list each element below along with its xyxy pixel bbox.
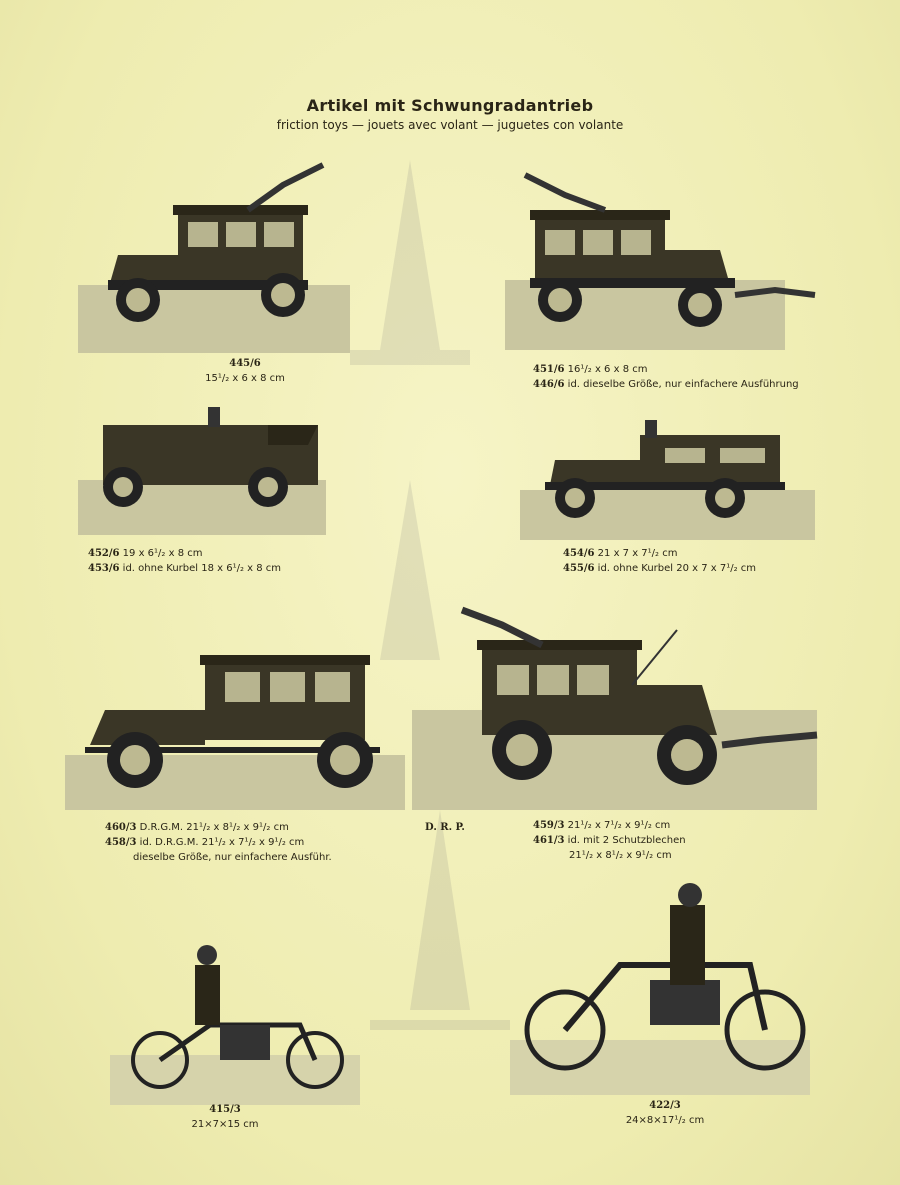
page-title: Artikel mit Schwungradantrieb [306,96,594,115]
item-caption-415-3: 415/3 21×7×15 cm [191,1104,259,1130]
item-caption-460-3: 460/3 D.R.G.M. 21¹/₂ x 8¹/₂ x 9¹/₂ cm 45… [105,822,332,863]
item-caption-454-6: 454/6 21 x 7 x 7¹/₂ cm 455/6 id. ohne Ku… [563,548,757,574]
page-subtitle: friction toys — jouets avec volant — jug… [276,118,624,132]
toy-car-limousine-large-illustration [412,606,818,810]
toy-car-touring-illustration [78,407,326,535]
item-caption-422-3: 422/3 24×8×17¹/₂ cm [625,1100,705,1126]
item-caption-459-3: 459/3 21¹/₂ x 7¹/₂ x 9¹/₂ cm 461/3 id. m… [533,820,686,861]
toy-car-sedan-large-illustration [65,655,405,810]
ghost-carousel-illustration [370,810,510,1030]
item-caption-451-6: 451/6 16¹/₂ x 6 x 8 cm 446/6 id. dieselb… [533,364,799,390]
drp-label: D. R. P. [425,822,465,833]
item-caption-452-6: 452/6 19 x 6¹/₂ x 8 cm 453/6 id. ohne Ku… [88,548,282,574]
toy-truck-illustration [520,420,815,540]
ghost-carousel-illustration [380,480,440,660]
toy-motorcycle-rider-illustration [110,945,360,1105]
item-caption-445-6: 445/6 15¹/₂ x 6 x 8 cm [205,358,285,384]
ghost-carousel-illustration [350,160,470,365]
toy-motorcycle-boy-illustration [510,883,810,1095]
toy-car-limousine-illustration [505,172,816,350]
toy-car-sedan-illustration [78,162,350,353]
